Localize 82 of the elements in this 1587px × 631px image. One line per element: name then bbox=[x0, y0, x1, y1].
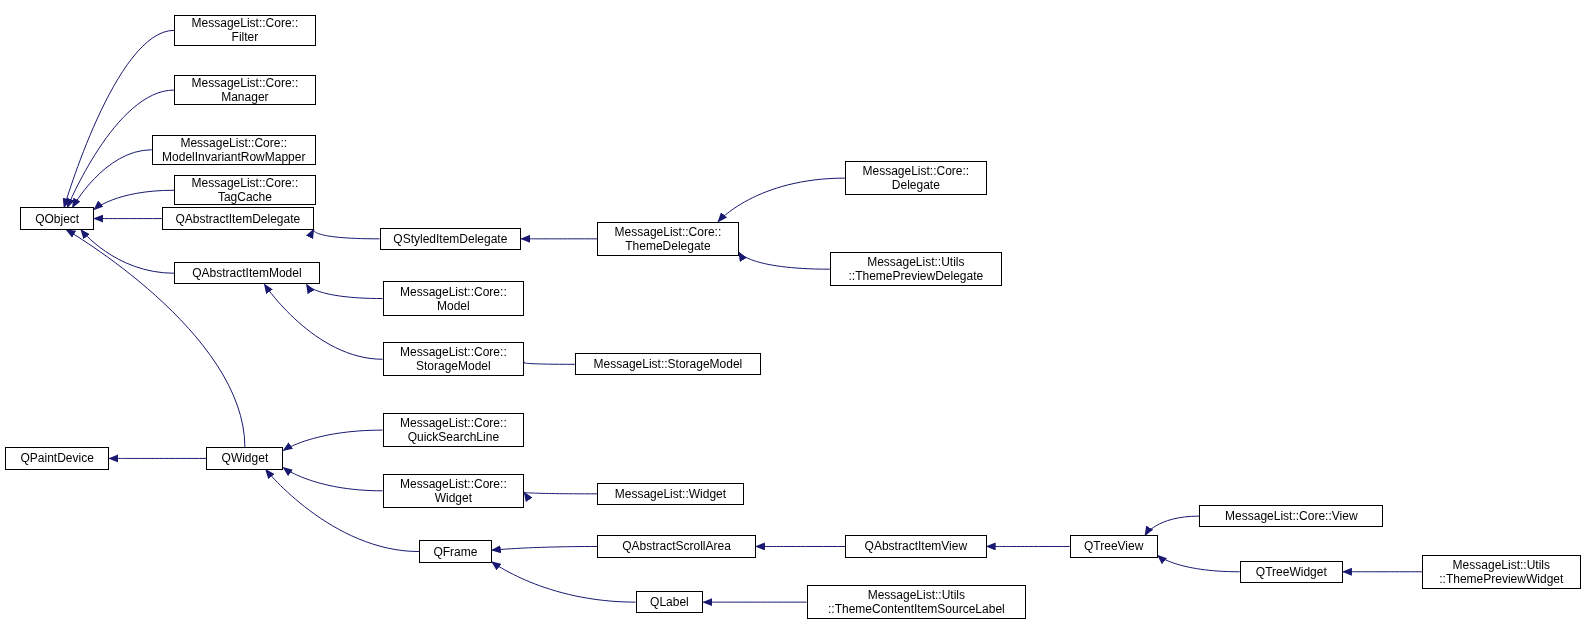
class-box bbox=[574, 353, 761, 376]
class-box bbox=[597, 221, 739, 257]
inheritance-arrow bbox=[265, 468, 420, 553]
class-box bbox=[382, 281, 525, 316]
class-box bbox=[845, 535, 987, 558]
inheritance-arrow bbox=[520, 234, 598, 243]
inheritance-arrow bbox=[717, 177, 846, 223]
class-box bbox=[174, 74, 316, 106]
class-name: QObject bbox=[35, 211, 80, 226]
inheritance-arrow bbox=[282, 429, 384, 452]
class-name: MessageList::Core:: Manager bbox=[190, 76, 300, 105]
class-box bbox=[382, 342, 525, 377]
class-name: QFrame bbox=[433, 544, 478, 559]
inheritance-arrow bbox=[62, 29, 175, 209]
inheritance-arrow bbox=[702, 598, 808, 607]
class-box bbox=[845, 160, 987, 196]
class-box bbox=[597, 535, 756, 558]
inheritance-arrow bbox=[1341, 567, 1423, 576]
inheritance-arrow bbox=[985, 542, 1071, 551]
class-name: QTreeView bbox=[1084, 539, 1144, 554]
class-name: QPaintDevice bbox=[20, 451, 94, 466]
class-name: QAbstractItemView bbox=[864, 539, 968, 554]
class-box bbox=[5, 447, 110, 470]
class-box bbox=[806, 584, 1027, 620]
inheritance-arrow bbox=[490, 545, 598, 554]
class-name: QWidget bbox=[221, 451, 269, 466]
class-name: MessageList::Core:: ThemeDelegate bbox=[613, 224, 723, 253]
class-name: MessageList::Utils ::ThemePreviewWidget bbox=[1438, 557, 1565, 586]
inheritance-arrow bbox=[491, 561, 637, 603]
class-box bbox=[174, 262, 320, 285]
class-box bbox=[382, 473, 525, 508]
class-box bbox=[174, 15, 316, 46]
class-name: QTreeWidget bbox=[1255, 564, 1327, 579]
class-name: MessageList::Core:: Filter bbox=[190, 16, 300, 45]
inheritance-arrow bbox=[80, 228, 175, 274]
inheritance-arrow bbox=[1156, 554, 1241, 573]
inheritance-arrow bbox=[72, 149, 153, 209]
class-name: QLabel bbox=[650, 595, 689, 610]
class-name: MessageList::Widget bbox=[614, 486, 727, 501]
inheritance-arrow bbox=[93, 214, 163, 223]
class-box bbox=[418, 540, 492, 563]
inheritance-arrow bbox=[282, 466, 384, 492]
class-name: MessageList::Core:: Delegate bbox=[861, 164, 971, 193]
class-name: MessageList::Utils ::ThemeContentItemSourceLabel bbox=[826, 588, 1006, 617]
inheritance-arrow bbox=[307, 228, 380, 240]
class-box bbox=[161, 207, 314, 230]
class-box bbox=[1421, 554, 1581, 589]
class-box bbox=[1069, 535, 1158, 558]
class-name: MessageList::Core:: Widget bbox=[399, 476, 508, 505]
class-box bbox=[206, 447, 284, 470]
inheritance-arrow bbox=[108, 454, 207, 463]
class-box bbox=[174, 175, 316, 206]
inheritance-arrow bbox=[263, 283, 384, 360]
inheritance-arrow bbox=[93, 189, 175, 211]
inheritance-arrow bbox=[1144, 515, 1200, 537]
inheritance-arrow bbox=[65, 229, 246, 448]
class-box bbox=[379, 227, 522, 250]
class-box bbox=[597, 482, 744, 505]
class-name: MessageList::Core:: TagCache bbox=[190, 176, 300, 205]
class-name: QAbstractItemDelegate bbox=[175, 211, 301, 226]
class-box bbox=[151, 134, 316, 165]
inheritance-arrow bbox=[306, 283, 384, 300]
class-box bbox=[382, 412, 525, 448]
class-name: MessageList::Core:: Model bbox=[399, 284, 508, 313]
class-box bbox=[829, 252, 1002, 287]
class-box bbox=[1199, 505, 1384, 528]
inheritance-arrow bbox=[66, 89, 175, 209]
inheritance-arrow bbox=[738, 251, 831, 270]
class-box bbox=[20, 207, 95, 230]
class-name: QAbstractScrollArea bbox=[622, 539, 731, 554]
inheritance-arrow bbox=[754, 542, 846, 551]
class-name: QAbstractItemModel bbox=[192, 266, 302, 281]
inheritance-arrow bbox=[523, 491, 598, 500]
class-box bbox=[1239, 560, 1343, 583]
class-name: MessageList::Core:: StorageModel bbox=[399, 345, 508, 374]
class-name: MessageList::Core::View bbox=[1225, 509, 1358, 524]
class-name: QStyledItemDelegate bbox=[393, 231, 508, 246]
class-name: MessageList::Core:: ModelInvariantRowMapper bbox=[161, 135, 307, 164]
class-name: MessageList::Utils ::ThemePreviewDelegate bbox=[847, 255, 985, 284]
class-name: MessageList::Core:: QuickSearchLine bbox=[399, 416, 508, 445]
class-box bbox=[635, 591, 704, 614]
class-name: MessageList::StorageModel bbox=[593, 357, 743, 372]
